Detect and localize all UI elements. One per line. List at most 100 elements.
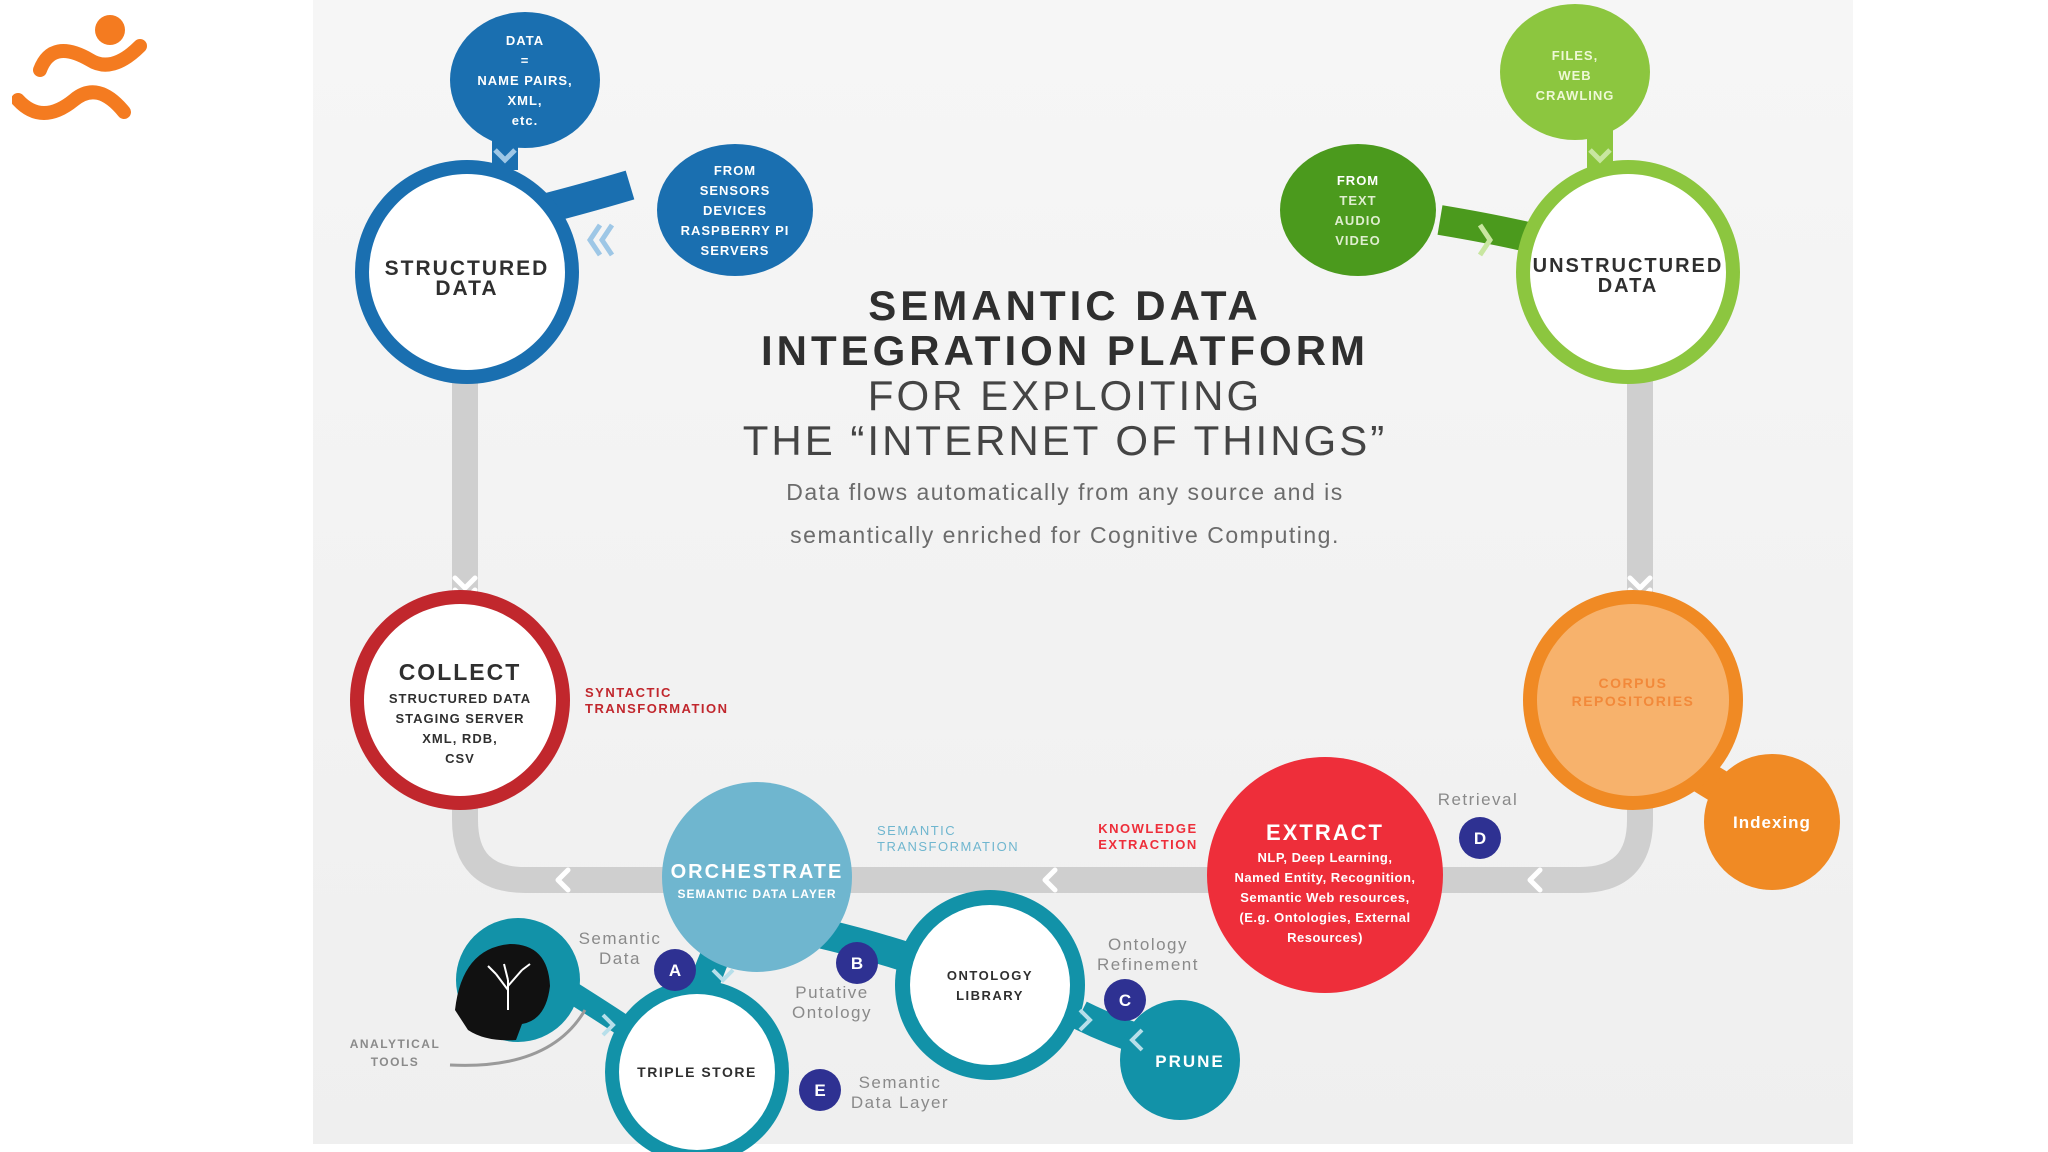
analytical-tools-label: ANALYTICAL TOOLS <box>350 1037 441 1069</box>
structured-bubble-data <box>450 12 600 148</box>
badge-a-label: Semantic Data <box>579 929 662 968</box>
svg-text:FILES,: FILES, <box>1552 48 1598 63</box>
svg-text:(E.g. Ontologies, External: (E.g. Ontologies, External <box>1239 910 1410 925</box>
svg-text:EXTRACTION: EXTRACTION <box>1098 837 1198 852</box>
collect-node <box>350 590 570 810</box>
svg-text:RASPBERRY PI: RASPBERRY PI <box>681 223 790 238</box>
title-line-2: INTEGRATION PLATFORM <box>761 327 1369 374</box>
svg-text:REPOSITORIES: REPOSITORIES <box>1572 693 1695 709</box>
svg-text:E: E <box>814 1081 825 1100</box>
svg-text:ANALYTICAL: ANALYTICAL <box>350 1037 441 1051</box>
badge-e-label: Semantic Data Layer <box>851 1073 949 1112</box>
unstructured-bubble-files <box>1500 4 1650 140</box>
knowledge-extraction-label: KNOWLEDGE EXTRACTION <box>1098 821 1198 852</box>
svg-text:VIDEO: VIDEO <box>1335 233 1380 248</box>
svg-text:Named Entity, Recognition,: Named Entity, Recognition, <box>1234 870 1415 885</box>
triple-store-circle <box>619 994 775 1150</box>
ontology-library-label: ONTOLOGY LIBRARY <box>947 968 1033 1003</box>
svg-text:Ontology: Ontology <box>792 1003 872 1022</box>
extract-lines: NLP, Deep Learning, Named Entity, Recogn… <box>1234 850 1415 945</box>
svg-text:LIBRARY: LIBRARY <box>956 988 1024 1003</box>
svg-text:Semantic Web resources,: Semantic Web resources, <box>1240 890 1410 905</box>
title-line-3: FOR EXPLOITING <box>868 372 1262 419</box>
collect-lines: STRUCTURED DATA STAGING SERVER XML, RDB,… <box>389 691 530 766</box>
svg-text:KNOWLEDGE: KNOWLEDGE <box>1098 821 1197 836</box>
svg-text:NAME PAIRS,: NAME PAIRS, <box>477 73 572 88</box>
retrieval-label: Retrieval <box>1438 790 1519 809</box>
badge-b-label: Putative Ontology <box>792 983 872 1022</box>
runner-logo-icon <box>12 15 147 120</box>
svg-text:TOOLS: TOOLS <box>371 1055 420 1069</box>
unstructured-bubble-text-text: FROM TEXT AUDIO VIDEO <box>1335 173 1382 248</box>
unstructured-label-1: UNSTRUCTURED <box>1533 255 1724 277</box>
svg-text:SERVERS: SERVERS <box>701 243 770 258</box>
structured-label-2: DATA <box>435 277 498 300</box>
corpus-node <box>1523 590 1840 890</box>
svg-text:D: D <box>1474 829 1486 848</box>
structured-data-node <box>355 12 813 384</box>
svg-text:DEVICES: DEVICES <box>703 203 767 218</box>
syntactic-transformation-label: SYNTACTIC TRANSFORMATION <box>585 685 729 716</box>
badge-e: E <box>799 1069 841 1111</box>
svg-text:ONTOLOGY: ONTOLOGY <box>947 968 1033 983</box>
svg-text:Resources): Resources) <box>1287 930 1363 945</box>
badge-b: B <box>836 942 878 984</box>
svg-text:Refinement: Refinement <box>1097 955 1199 974</box>
prune-circle <box>1120 1000 1240 1120</box>
orchestrate-circle <box>662 782 852 972</box>
structured-bubble-sensors-text: FROM SENSORS DEVICES RASPBERRY PI SERVER… <box>681 163 790 258</box>
unstructured-bubble-files-text: FILES, WEB CRAWLING <box>1536 48 1615 103</box>
unstructured-bubble-text <box>1280 144 1436 276</box>
svg-text:etc.: etc. <box>512 113 538 128</box>
title-line-1: SEMANTIC DATA <box>868 282 1261 329</box>
svg-text:Semantic: Semantic <box>859 1073 942 1092</box>
svg-text:NLP, Deep Learning,: NLP, Deep Learning, <box>1258 850 1393 865</box>
svg-text:SEMANTIC: SEMANTIC <box>877 823 956 838</box>
svg-text:XML,: XML, <box>507 93 542 108</box>
svg-text:WEB: WEB <box>1558 68 1591 83</box>
svg-text:Putative: Putative <box>795 983 868 1002</box>
orchestrate-cluster <box>449 782 1240 1152</box>
svg-text:TEXT: TEXT <box>1339 193 1376 208</box>
svg-text:C: C <box>1119 991 1131 1010</box>
ontology-library-circle <box>910 905 1070 1065</box>
corpus-label: CORPUS REPOSITORIES <box>1572 675 1695 709</box>
svg-text:CORPUS: CORPUS <box>1599 675 1668 691</box>
svg-text:SYNTACTIC: SYNTACTIC <box>585 685 672 700</box>
svg-text:DATA: DATA <box>506 33 544 48</box>
indexing-label: Indexing <box>1733 813 1811 832</box>
svg-text:Data: Data <box>599 949 641 968</box>
svg-text:Data Layer: Data Layer <box>851 1093 949 1112</box>
svg-text:XML, RDB,: XML, RDB, <box>422 731 497 746</box>
orchestrate-sub: SEMANTIC DATA LAYER <box>677 887 836 901</box>
triple-store-label: TRIPLE STORE <box>637 1064 757 1080</box>
svg-text:Ontology: Ontology <box>1108 935 1188 954</box>
svg-text:FROM: FROM <box>1337 173 1379 188</box>
extract-title: EXTRACT <box>1266 820 1384 845</box>
badge-a: A <box>654 949 696 991</box>
flow-track <box>452 357 1653 893</box>
structured-bubble-data-text: DATA = NAME PAIRS, XML, etc. <box>477 33 572 128</box>
svg-text:=: = <box>521 53 530 68</box>
title-block: SEMANTIC DATA INTEGRATION PLATFORM FOR E… <box>743 282 1387 548</box>
extract-node <box>1207 757 1443 993</box>
structured-bubble-sensors <box>657 144 813 276</box>
unstructured-data-node <box>1280 4 1740 384</box>
svg-text:AUDIO: AUDIO <box>1335 213 1382 228</box>
title-line-4: THE “INTERNET OF THINGS” <box>743 417 1387 464</box>
tree-brain-icon <box>487 963 531 1010</box>
svg-text:B: B <box>851 954 863 973</box>
badge-c: C <box>1104 979 1146 1021</box>
orchestrate-title: ORCHESTRATE <box>671 861 844 883</box>
svg-text:Semantic: Semantic <box>579 929 662 948</box>
badge-c-label: Ontology Refinement <box>1097 935 1199 974</box>
indexing-bubble <box>1704 754 1840 890</box>
svg-text:TRANSFORMATION: TRANSFORMATION <box>585 701 729 716</box>
svg-text:CSV: CSV <box>445 751 475 766</box>
svg-text:TRANSFORMATION: TRANSFORMATION <box>877 839 1019 854</box>
collect-title: COLLECT <box>399 659 522 685</box>
subtitle-line-2: semantically enriched for Cognitive Comp… <box>790 522 1340 548</box>
svg-text:FROM: FROM <box>714 163 756 178</box>
svg-text:CRAWLING: CRAWLING <box>1536 88 1615 103</box>
